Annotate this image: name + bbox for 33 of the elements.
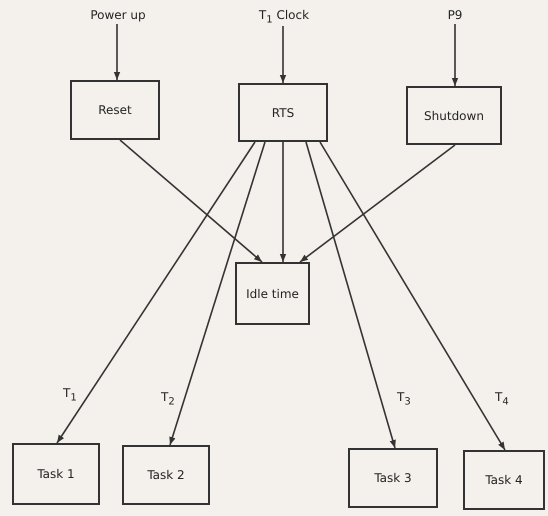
process-box bbox=[122, 445, 210, 505]
box-label: Idle time bbox=[246, 286, 299, 300]
arrow bbox=[280, 142, 286, 262]
box-label: Shutdown bbox=[424, 108, 484, 122]
box-label: RTS bbox=[272, 106, 294, 120]
arrow bbox=[56, 142, 256, 444]
arrow bbox=[169, 142, 266, 446]
process-box bbox=[70, 80, 160, 140]
process-box bbox=[238, 83, 328, 142]
arrow bbox=[319, 142, 506, 450]
box-label: Reset bbox=[98, 103, 132, 117]
process-box bbox=[12, 443, 100, 505]
arrow bbox=[452, 24, 458, 86]
process-box bbox=[235, 262, 310, 325]
edge-label: T$_{3}$ bbox=[396, 390, 412, 408]
arrow bbox=[114, 24, 120, 80]
input-label: Power up bbox=[82, 6, 154, 24]
box-label: Task 1 bbox=[37, 467, 75, 481]
arrow bbox=[305, 142, 396, 448]
input-label: P9 bbox=[440, 6, 470, 24]
edge-label: T$_{1}$ bbox=[62, 386, 78, 404]
arrow bbox=[119, 139, 263, 263]
box-label: Task 3 bbox=[374, 471, 412, 485]
input-label: T$_{1}$ Clock bbox=[243, 6, 325, 26]
edge-label: T$_{2}$ bbox=[160, 390, 176, 408]
arrow bbox=[280, 26, 286, 83]
edge-label: T$_{4}$ bbox=[494, 390, 510, 408]
process-box bbox=[463, 450, 545, 510]
arrow bbox=[300, 144, 456, 263]
box-label: Task 2 bbox=[147, 468, 185, 482]
process-box bbox=[348, 448, 438, 508]
process-box bbox=[406, 86, 502, 145]
box-label: Task 4 bbox=[485, 473, 523, 487]
